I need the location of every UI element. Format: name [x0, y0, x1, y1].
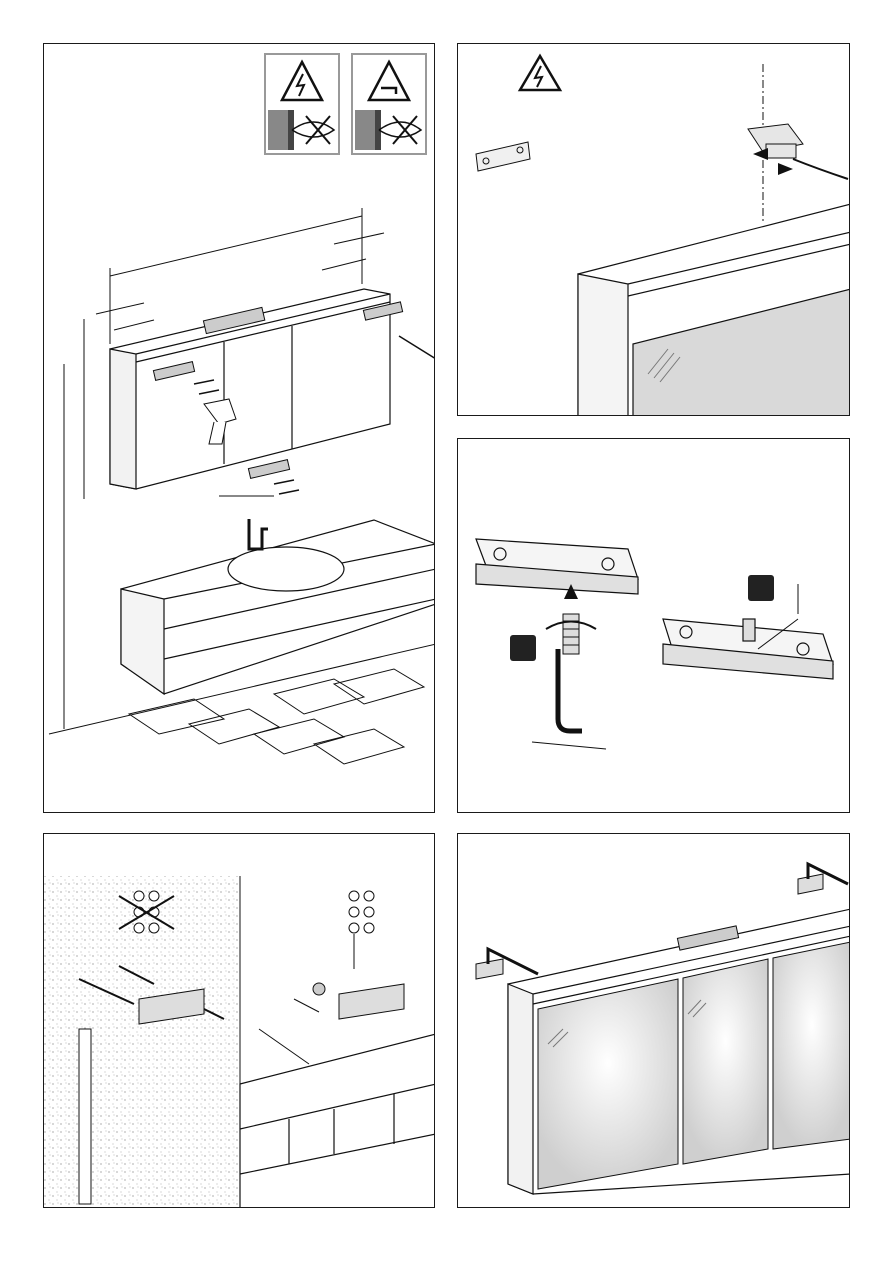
step-badge-1 — [510, 635, 536, 661]
mirror-cabinet-top — [578, 204, 850, 416]
wall-plugs-illustration — [44, 834, 435, 1208]
bracket-right — [663, 619, 833, 679]
bracket-right — [339, 984, 404, 1019]
vanity-unit — [121, 519, 435, 694]
panel-wall-plugs — [43, 833, 435, 1208]
panel-wall-mounting — [43, 43, 435, 813]
wall-mounting-illustration — [44, 44, 435, 813]
power-cable — [793, 159, 848, 179]
water-pipe-hazard-warning-box — [352, 54, 426, 154]
wall-tiles — [240, 1034, 435, 1208]
hanging-cabinet-illustration — [458, 834, 850, 1208]
dimension-line — [532, 742, 606, 749]
adjustment-screw — [563, 614, 579, 654]
allen-key — [558, 649, 582, 731]
panel-hanging-cabinet — [457, 833, 850, 1208]
wall-rail — [79, 1029, 91, 1204]
electric-hazard-icon — [520, 56, 560, 90]
panel-height-adjustment — [457, 438, 850, 813]
mounting-bracket — [476, 142, 530, 171]
height-adjustment-illustration — [458, 439, 850, 813]
step-badge-2 — [748, 575, 774, 601]
hook-bracket-right — [798, 874, 823, 894]
bracket-left — [476, 539, 638, 594]
electric-hazard-warning-box — [265, 54, 339, 154]
panel-electrical-connection — [457, 43, 850, 416]
plug-set — [349, 891, 374, 933]
electrical-connection-illustration — [458, 44, 850, 416]
